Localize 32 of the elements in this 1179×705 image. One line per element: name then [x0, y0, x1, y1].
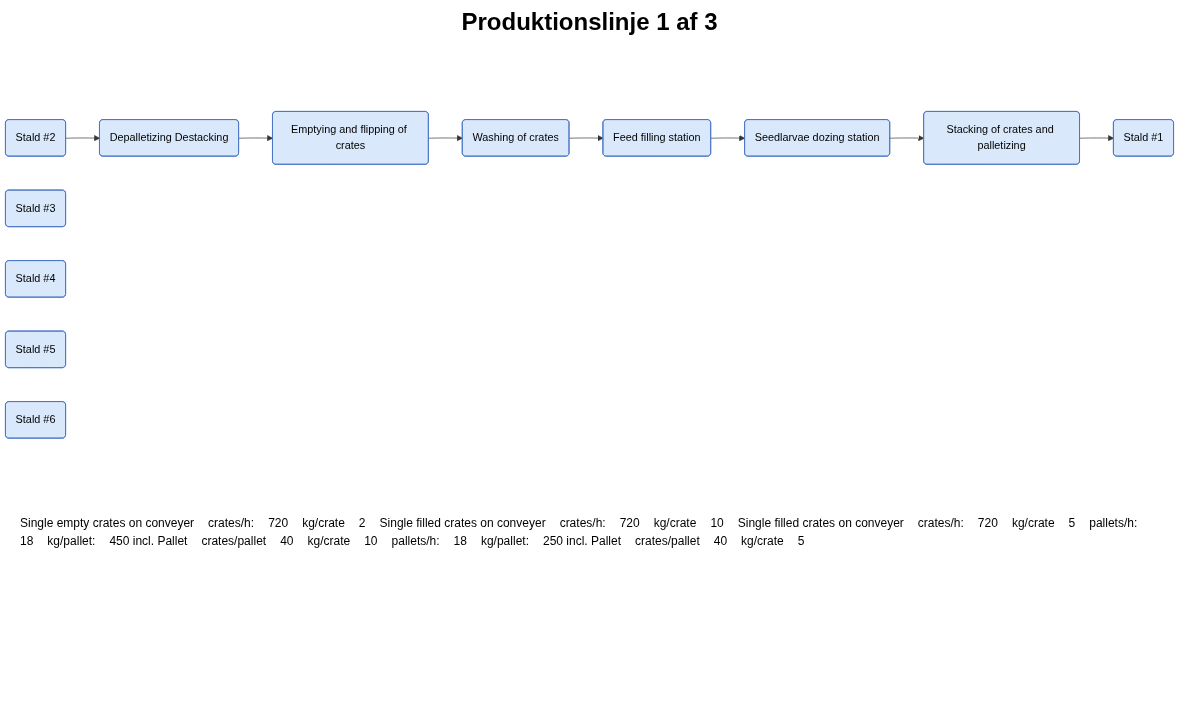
diagram-title: Produktionslinje 1 af 3 [460, 8, 719, 36]
table-text: pallets/h: [1089, 516, 1138, 530]
table-text: crates/pallet [201, 534, 267, 548]
table-text: 40 [280, 534, 294, 548]
table-text: crates/pallet [635, 534, 700, 548]
table-text: kg/crate [653, 516, 697, 530]
table-text: crates/h: [208, 516, 255, 530]
table-text: crates/h: [559, 516, 606, 530]
table-text: kg/crate [302, 516, 345, 530]
table-text: 720 [977, 516, 998, 530]
table-text: 5 [797, 534, 805, 548]
table-text: 5 [1068, 516, 1076, 530]
table-text: Single empty crates on conveyer [20, 516, 195, 530]
table-text: kg/pallet: [47, 534, 96, 548]
table-text: crates/h: [917, 516, 964, 530]
table-text: kg/crate [741, 534, 784, 548]
table-text: pallets/h: [391, 534, 440, 548]
table-text: 18 [20, 534, 34, 548]
table-text: 720 [268, 516, 289, 530]
table-text: 450 incl. Pallet [109, 534, 188, 548]
table-text: 250 incl. Pallet [542, 534, 621, 548]
table-text: 40 [713, 534, 728, 548]
table-text: kg/crate [1011, 516, 1055, 530]
table-text: 10 [364, 534, 378, 548]
table-text: Single filled crates on conveyer [737, 516, 904, 530]
table-text: 2 [358, 516, 366, 530]
table-text: Single filled crates on conveyer [379, 516, 546, 530]
table-text: kg/crate [307, 534, 351, 548]
table-text: 10 [710, 516, 724, 530]
table-text: kg/pallet: [480, 534, 529, 548]
table-text: 18 [453, 534, 467, 548]
table-text: 720 [619, 516, 640, 530]
